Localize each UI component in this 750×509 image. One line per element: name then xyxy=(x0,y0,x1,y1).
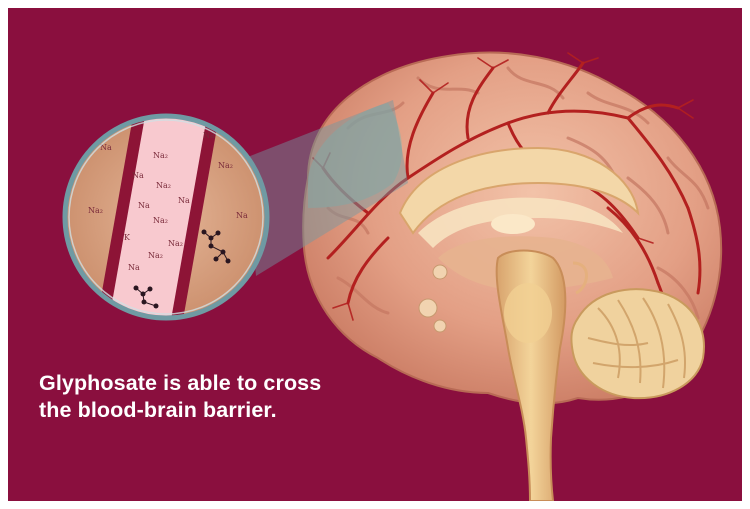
svg-text:Na₂: Na₂ xyxy=(168,239,183,248)
svg-text:Na: Na xyxy=(138,201,150,210)
svg-text:Na: Na xyxy=(132,171,144,180)
svg-text:K: K xyxy=(124,233,131,242)
magnifier-lens-icon: Na₂ Na Na₂ Na Na₂ K Na₂ Na Na Na₂ Na Na₂… xyxy=(65,88,267,348)
svg-text:Na: Na xyxy=(178,196,190,205)
svg-text:Na₂: Na₂ xyxy=(153,216,168,225)
svg-text:Na₂: Na₂ xyxy=(218,161,233,170)
caption: Glyphosate is able to cross the blood-br… xyxy=(39,370,369,424)
svg-text:Na₂: Na₂ xyxy=(148,251,163,260)
caption-line-2: the blood-brain barrier. xyxy=(39,397,369,424)
illustration-panel: Na₂ Na Na₂ Na Na₂ K Na₂ Na Na Na₂ Na Na₂… xyxy=(8,8,742,501)
svg-text:Na₂: Na₂ xyxy=(153,151,168,160)
svg-text:Na₂: Na₂ xyxy=(156,181,171,190)
svg-text:Na: Na xyxy=(236,211,248,220)
brain-illustration: Na₂ Na Na₂ Na Na₂ K Na₂ Na Na Na₂ Na Na₂… xyxy=(8,8,742,501)
cerebellum xyxy=(571,289,704,398)
svg-text:Na₂: Na₂ xyxy=(88,206,103,215)
svg-text:Na: Na xyxy=(128,263,140,272)
caption-line-1: Glyphosate is able to cross xyxy=(39,370,369,397)
